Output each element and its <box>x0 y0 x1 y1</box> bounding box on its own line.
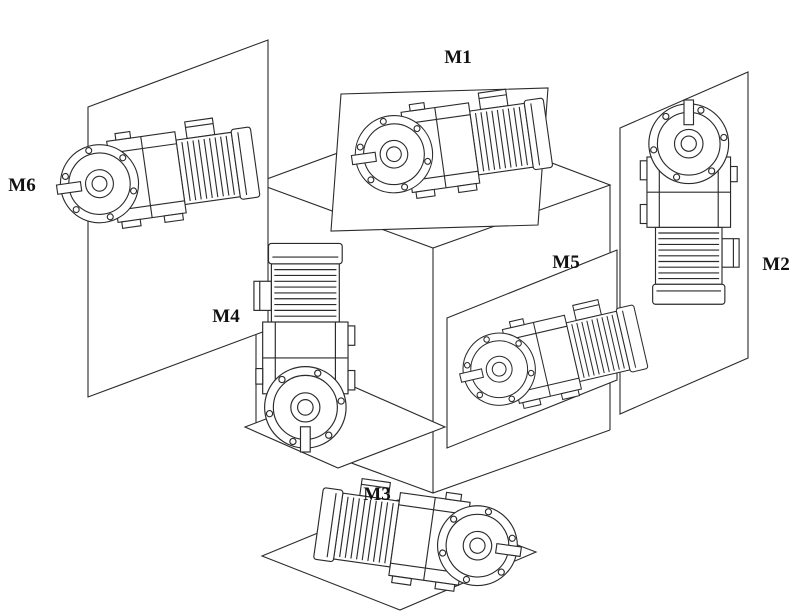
label-m5: M5 <box>552 252 579 273</box>
gearmotor-m6-group <box>49 39 269 398</box>
label-m3: M3 <box>363 484 390 505</box>
gearmotor-m1-group <box>330 83 555 232</box>
gearmotor-m5-group <box>446 249 652 449</box>
gearmotor-m4-drawing <box>253 242 356 453</box>
label-m1: M1 <box>444 47 471 68</box>
label-m6: M6 <box>8 175 35 196</box>
label-m2: M2 <box>762 254 789 275</box>
label-m4: M4 <box>212 306 240 327</box>
gearmotor-m4-group <box>243 242 447 469</box>
gearmotor-m3-group <box>260 472 538 611</box>
